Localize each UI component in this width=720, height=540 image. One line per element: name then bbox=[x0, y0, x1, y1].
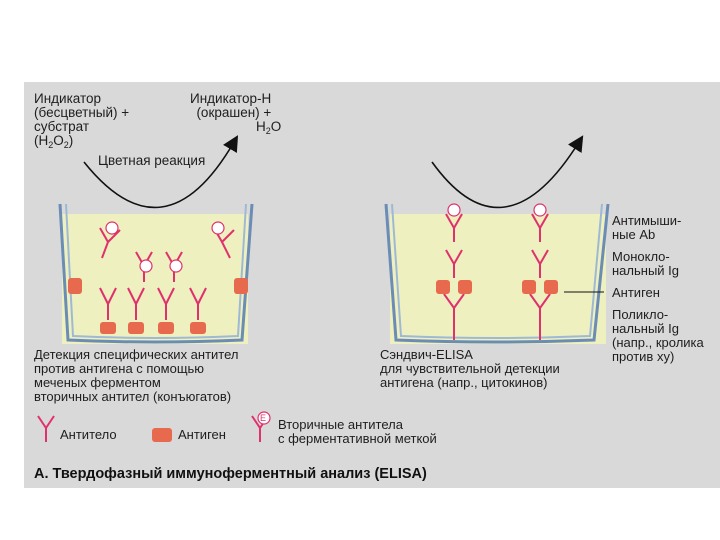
antigen-shape bbox=[190, 322, 206, 334]
legend-antigen-shape bbox=[152, 428, 172, 442]
enzyme-mark-icon: E bbox=[260, 411, 266, 425]
elisa-figure: Индикатор (бесцветный) + субстрат (H2O2)… bbox=[24, 82, 720, 488]
antigen-shape bbox=[100, 322, 116, 334]
left-well-caption: Детекция специфических антител против ан… bbox=[34, 348, 239, 404]
antigen-shape bbox=[158, 322, 174, 334]
antigen-shape bbox=[128, 322, 144, 334]
color-reaction-label: Цветная реакция bbox=[98, 154, 205, 168]
right-well-caption: Сэндвич-ELISA для чувствительной детекци… bbox=[380, 348, 560, 390]
polyclonal-ig-label: Поликло- нальный Ig (напр., кролика прот… bbox=[612, 308, 704, 364]
legend-antigen-label: Антиген bbox=[178, 428, 226, 442]
mouse-ab-label: Антимыши- ные Ab bbox=[612, 214, 681, 242]
legend-antibody-label: Антитело bbox=[60, 428, 117, 442]
substrate-formula: (H2O2) bbox=[34, 134, 73, 152]
indicator-colorless-label: Индикатор (бесцветный) + субстрат bbox=[34, 92, 129, 134]
right-well bbox=[386, 204, 608, 344]
antigen-label: Антиген bbox=[612, 286, 660, 300]
monoclonal-ig-label: Монокло- нальный Ig bbox=[612, 250, 679, 278]
water-label: H2O bbox=[256, 120, 281, 138]
legend-secondary-label: Вторичные антитела с ферментативной метк… bbox=[278, 418, 437, 446]
left-reaction-arc bbox=[84, 142, 234, 207]
right-reaction-arc bbox=[432, 142, 579, 207]
figure-caption: A. Твердофазный иммуноферментный анализ … bbox=[34, 466, 427, 482]
indicator-h-label: Индикатор-H (окрашен) + bbox=[190, 92, 271, 120]
